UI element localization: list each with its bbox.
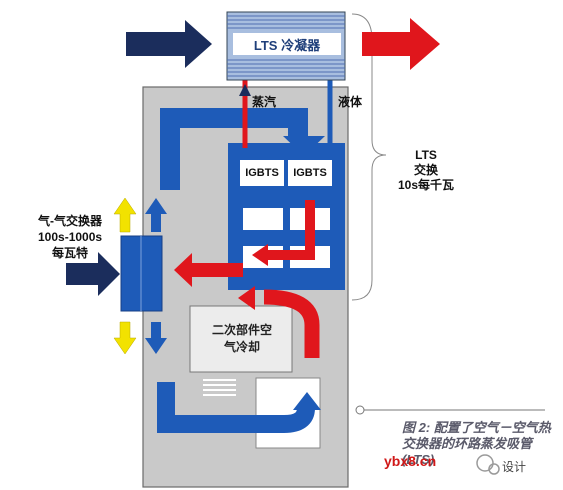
exchanger-inlet-arrow (66, 252, 120, 296)
igbt-inner-flow (265, 200, 315, 260)
figure-caption: 图 2: 配置了空气－空气热交换器的环路蒸发吸管 (LTS) (402, 420, 551, 467)
lts-brace (351, 13, 387, 301)
blue-up-arrow (145, 198, 167, 232)
liquid-label: 液体 (338, 95, 363, 109)
lts-exchange-label: LTS 交换 10s每千瓦 (398, 148, 454, 193)
vapor-label: 蒸汽 (252, 95, 277, 109)
chip-r2-left (243, 208, 283, 230)
igbt-inner-arrowhead (252, 244, 268, 266)
yellow-down-arrow (113, 321, 137, 355)
air-to-air-label: 气-气交换器 100s-1000s 每瓦特 (38, 213, 102, 261)
lts-line-1: LTS (415, 148, 437, 162)
ata-line-2: 100s-1000s (38, 230, 103, 244)
outlet-air-arrow (362, 18, 440, 70)
condenser-label: LTS 冷凝器 (233, 33, 341, 55)
watermark-site: ybx8.cn (384, 453, 437, 469)
top-airflow-arrow (160, 108, 308, 190)
igbt-label-2: IGBTS (288, 160, 332, 186)
lts-line-2: 交换 (414, 163, 439, 177)
wechat-logo-icon-small (488, 463, 500, 475)
bottom-airflow-arrow (157, 382, 315, 433)
ata-line-1: 气-气交换器 (38, 214, 103, 228)
inlet-air-arrow (126, 20, 212, 68)
igbt-to-exchanger-arrow (174, 253, 243, 287)
yellow-up-arrow (113, 197, 137, 233)
blue-down-arrow (145, 322, 167, 354)
igbt-label-1: IGBTS (240, 160, 284, 186)
condenser-fins (227, 15, 345, 77)
sec-line-2: 气冷却 (223, 340, 260, 354)
sec-line-1: 二次部件空 (211, 323, 272, 337)
ata-line-3: 每瓦特 (52, 246, 89, 260)
wechat-logo-icon (476, 454, 494, 472)
vapor-pipe-arrowhead (239, 84, 251, 96)
secondary-hook-arrowhead (238, 286, 255, 310)
secondary-hook-arrow (263, 289, 320, 358)
secondary-cooling-label: 二次部件空 气冷却 (194, 309, 290, 369)
caption-leader-dot (355, 405, 365, 415)
secondary-cooling-box (189, 305, 293, 373)
watermark-brand: 设计 (502, 460, 527, 474)
lts-line-3: 10s每千瓦 (398, 178, 455, 192)
bottom-airflow-arrowhead (293, 392, 321, 410)
vent-grille (203, 379, 236, 396)
